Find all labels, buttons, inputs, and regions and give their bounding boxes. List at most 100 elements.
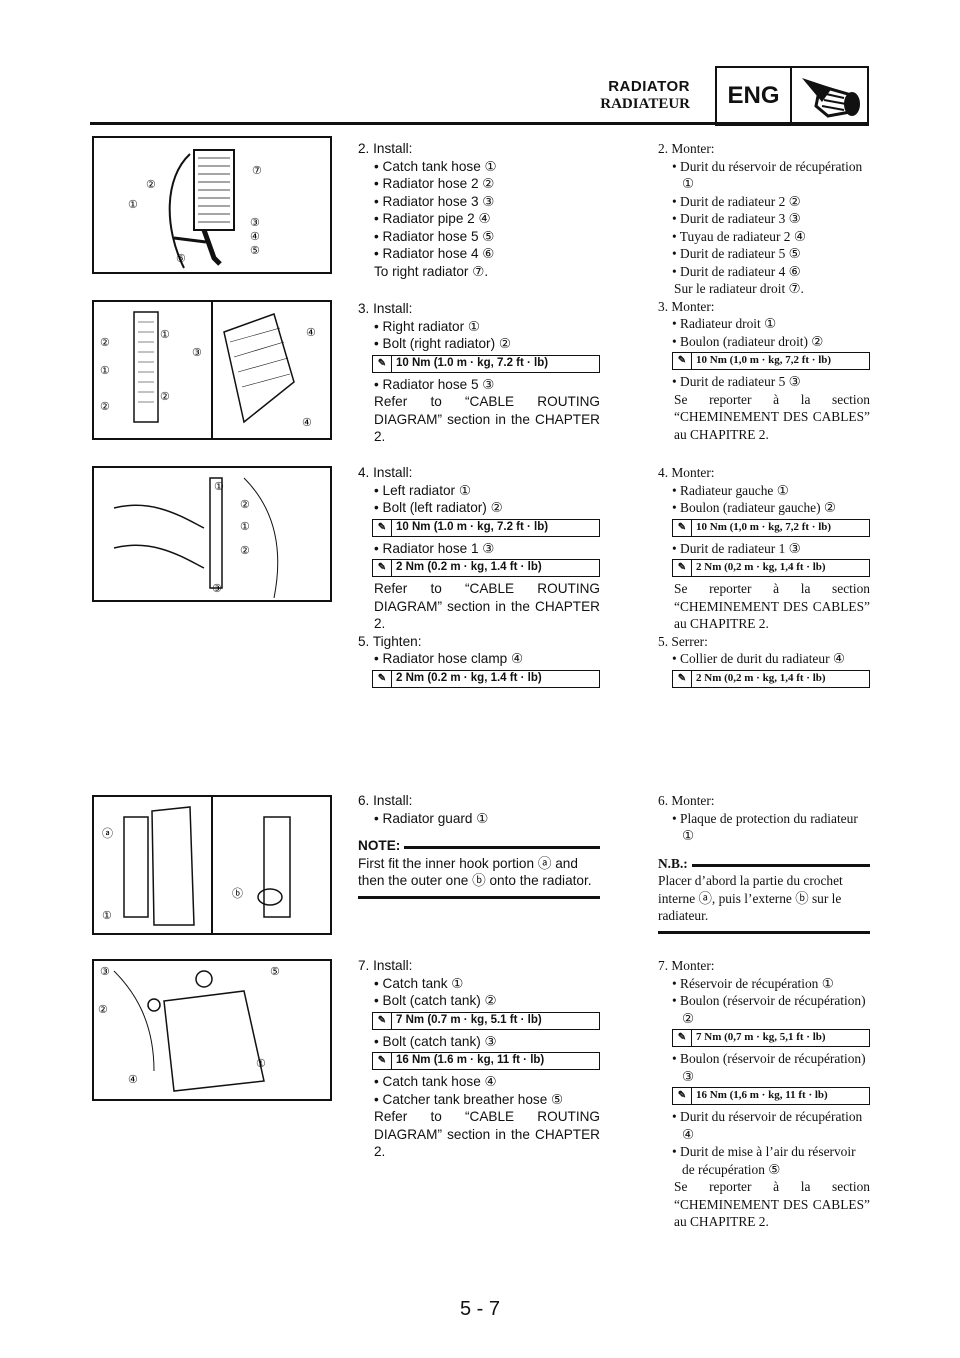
list-item: • Radiator hose 1 ③ bbox=[374, 540, 495, 556]
callout: ⑦ bbox=[252, 165, 262, 177]
torque-wrench-icon: ✎ bbox=[373, 560, 392, 576]
torque-spec: ✎10 Nm (1.0 m · kg, 7.2 ft · lb) bbox=[372, 518, 600, 537]
section-tab: ENG bbox=[715, 66, 869, 126]
item-note: To right radiator ⑦. bbox=[374, 263, 489, 279]
torque-wrench-icon: ✎ bbox=[673, 1088, 692, 1104]
en-step-2: 2. Install: • Catch tank hose ① • Radiat… bbox=[358, 140, 600, 280]
section-title: RADIATOR bbox=[608, 78, 690, 95]
torque-wrench-icon: ✎ bbox=[673, 670, 692, 687]
fr-step-2: 2. Monter: • Durit du réservoir de récup… bbox=[658, 140, 870, 443]
step-heading: 2. Install: bbox=[358, 141, 413, 156]
list-item: • Radiator hose 3 ③ bbox=[374, 193, 495, 209]
step-heading: 4. Install: bbox=[358, 465, 413, 480]
callout: ① bbox=[240, 521, 250, 533]
torque-wrench-icon: ✎ bbox=[373, 355, 392, 372]
callout: ④ bbox=[306, 327, 316, 339]
step-heading: 7. Install: bbox=[358, 958, 413, 973]
figure-radiator-guard: ⓐ ⓑ ① bbox=[92, 795, 332, 935]
section-label: ENG bbox=[717, 68, 792, 124]
callout: ① bbox=[256, 1058, 266, 1070]
list-item: • Radiator pipe 2 ④ bbox=[374, 211, 491, 226]
note-heading: N.B.: bbox=[658, 855, 870, 873]
step-heading: 6. Install: bbox=[358, 793, 413, 808]
item-note: Se reporter à la section “CHEMINEMENT DE… bbox=[674, 1179, 870, 1229]
figure-right-radiator: ② ④ ① ② ③ ① ④ ② bbox=[92, 300, 332, 440]
list-item: • Bolt (catch tank) ③ bbox=[374, 1033, 497, 1049]
callout: ② bbox=[146, 179, 156, 191]
step-heading: 3. Monter: bbox=[658, 298, 715, 314]
callout: ④ bbox=[128, 1074, 138, 1086]
list-item: • Durit de radiateur 1 ③ bbox=[672, 540, 801, 556]
torque-wrench-icon: ✎ bbox=[673, 353, 692, 369]
callout: ④ bbox=[302, 417, 312, 429]
step-heading: 3. Install: bbox=[358, 301, 413, 316]
callout: ② bbox=[98, 1004, 108, 1016]
callout: ① bbox=[102, 910, 112, 922]
fr-step-6: 6. Monter: • Plaque de protection du rad… bbox=[658, 792, 870, 934]
callout: ④ bbox=[250, 231, 260, 243]
en-step-3: 3. Install: • Right radiator ① • Bolt (r… bbox=[358, 300, 600, 446]
list-item: • Bolt (catch tank) ② bbox=[374, 993, 497, 1008]
torque-spec: ✎16 Nm (1,6 m · kg, 11 ft · lb) bbox=[672, 1087, 870, 1105]
fr-step-7: 7. Monter: • Réservoir de récupération ①… bbox=[658, 957, 870, 1231]
step-heading: 6. Monter: bbox=[658, 793, 715, 808]
list-item: • Left radiator ① bbox=[374, 482, 472, 498]
torque-wrench-icon: ✎ bbox=[373, 519, 392, 536]
list-item: • Radiateur droit ① bbox=[672, 316, 777, 331]
list-item: • Bolt (right radiator) ② bbox=[374, 336, 512, 351]
note-body: First fit the inner hook portion ⓐ and t… bbox=[358, 855, 600, 899]
list-item: • Durit du réservoir de récupération ④ bbox=[672, 1109, 863, 1142]
list-item: • Right radiator ① bbox=[374, 318, 481, 334]
item-note: Refer to “CABLE ROUTING DIAGRAM” section… bbox=[374, 581, 600, 631]
list-item: • Radiator guard ① bbox=[374, 810, 489, 826]
note-heading: NOTE: bbox=[358, 837, 600, 855]
callout: ③ bbox=[192, 347, 202, 359]
callout: ② bbox=[240, 499, 250, 511]
torque-spec: ✎16 Nm (1.6 m · kg, 11 ft · lb) bbox=[372, 1052, 600, 1070]
callout: ③ bbox=[100, 966, 110, 978]
list-item: • Radiator hose 5 ⑤ bbox=[374, 228, 495, 244]
callout: ① bbox=[160, 329, 170, 341]
list-item: • Plaque de protection du radiateur ① bbox=[672, 810, 858, 844]
callout: ⑤ bbox=[250, 245, 260, 257]
list-item: • Boulon (radiateur gauche) ② bbox=[672, 500, 836, 515]
callout: ⑤ bbox=[270, 966, 280, 978]
section-subtitle: RADIATEUR bbox=[600, 96, 690, 112]
torque-spec: ✎10 Nm (1.0 m · kg, 7.2 ft · lb) bbox=[372, 354, 600, 373]
header-rule bbox=[90, 122, 868, 125]
torque-spec: ✎7 Nm (0.7 m · kg, 5.1 ft · lb) bbox=[372, 1011, 600, 1030]
torque-spec: ✎7 Nm (0,7 m · kg, 5,1 ft · lb) bbox=[672, 1029, 870, 1047]
list-item: • Collier de durit du radiateur ④ bbox=[672, 651, 845, 666]
torque-spec: ✎2 Nm (0,2 m · kg, 1,4 ft · lb) bbox=[672, 669, 870, 688]
torque-spec: ✎2 Nm (0.2 m · kg, 1.4 ft · lb) bbox=[372, 559, 600, 577]
torque-spec: ✎10 Nm (1,0 m · kg, 7,2 ft · lb) bbox=[672, 352, 870, 370]
list-item: • Durit de radiateur 4 ⑥ bbox=[672, 263, 801, 279]
torque-spec: ✎2 Nm (0,2 m · kg, 1,4 ft · lb) bbox=[672, 559, 870, 577]
step-heading: 5. Tighten: bbox=[358, 633, 422, 649]
list-item: • Catch tank hose ① bbox=[374, 158, 497, 174]
callout: ① bbox=[128, 199, 138, 211]
list-item: • Boulon (radiateur droit) ② bbox=[672, 333, 824, 349]
list-item: • Durit de radiateur 5 ⑤ bbox=[672, 246, 801, 261]
item-note: Se reporter à la section “CHEMINEMENT DE… bbox=[674, 581, 870, 631]
item-note: Sur le radiateur droit ⑦. bbox=[674, 281, 804, 296]
item-note: Refer to “CABLE ROUTING DIAGRAM” section… bbox=[374, 394, 600, 444]
en-step-7: 7. Install: • Catch tank ① • Bolt (catch… bbox=[358, 957, 600, 1161]
item-note: Refer to “CABLE ROUTING DIAGRAM” section… bbox=[374, 1109, 600, 1159]
en-step-4: 4. Install: • Left radiator ① • Bolt (le… bbox=[358, 464, 600, 691]
note-body: Placer d’abord la partie du crochet inte… bbox=[658, 872, 870, 934]
list-item: • Boulon (réservoir de récupération) ③ bbox=[672, 1051, 866, 1084]
list-item: • Radiateur gauche ① bbox=[672, 482, 789, 498]
list-item: • Durit de mise à l’air du réservoir de … bbox=[672, 1144, 856, 1177]
callout: ① bbox=[100, 365, 110, 377]
list-item: • Durit de radiateur 2 ② bbox=[672, 193, 801, 209]
torque-spec: ✎2 Nm (0.2 m · kg, 1.4 ft · lb) bbox=[372, 669, 600, 688]
step-heading: 5. Serrer: bbox=[658, 633, 708, 649]
torque-wrench-icon: ✎ bbox=[373, 1012, 392, 1029]
callout: ⑥ bbox=[176, 253, 186, 265]
torque-wrench-icon: ✎ bbox=[673, 560, 692, 576]
callout: ③ bbox=[212, 583, 222, 595]
figure-catch-tank: ③ ⑤ ② ① ④ bbox=[92, 959, 332, 1101]
torque-wrench-icon: ✎ bbox=[673, 519, 692, 536]
list-item: • Durit de radiateur 5 ③ bbox=[672, 374, 801, 389]
